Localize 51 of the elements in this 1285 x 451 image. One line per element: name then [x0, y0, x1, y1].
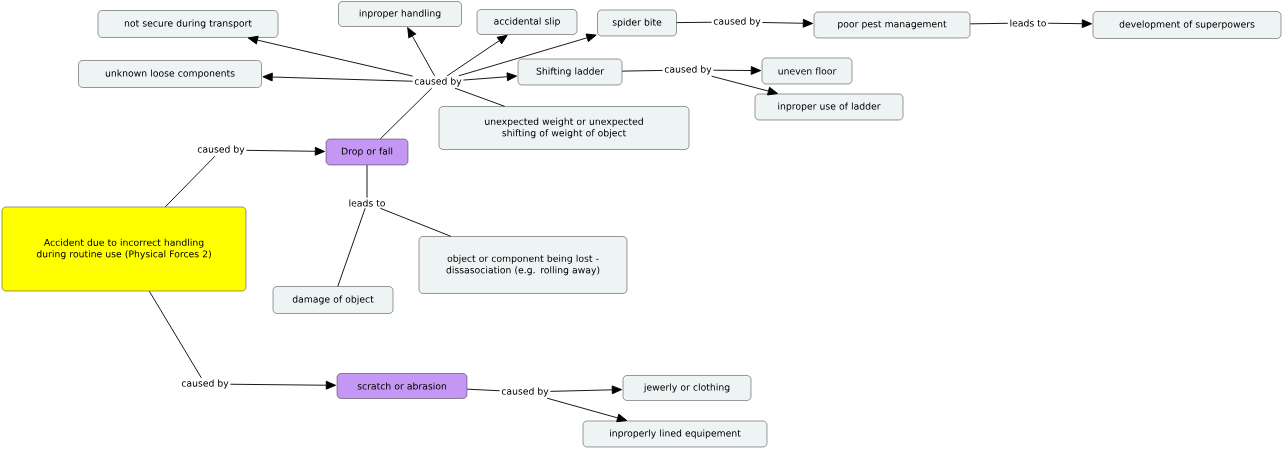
connector: [458, 33, 597, 77]
linking-phrase: caused by: [195, 144, 247, 156]
linking-phrase: leads to: [347, 197, 387, 209]
connector: [712, 66, 762, 75]
concept-box: accidental slip: [476, 9, 578, 35]
concept-box: poor pest management: [813, 11, 971, 39]
connector: [245, 146, 326, 156]
concept-box: inproper handling: [338, 1, 462, 27]
concept-box: scratch or abrasion: [336, 373, 468, 399]
connector: [1047, 19, 1093, 29]
concept-box: Drop or fall: [325, 138, 409, 166]
connector: [676, 21, 713, 24]
connector: [711, 75, 779, 96]
connector: [229, 380, 337, 390]
concept-box: unknown loose components: [78, 60, 262, 88]
connector: [546, 397, 628, 423]
concept-box: not secure during transport: [97, 10, 279, 38]
connector: [379, 87, 433, 140]
concept-box: development of superpowers: [1092, 11, 1282, 39]
concept-box: Shifting ladder: [517, 58, 623, 86]
connector: [466, 388, 501, 392]
connector: [337, 207, 366, 287]
connector: [262, 72, 414, 82]
concept-box: spider bite: [597, 9, 677, 37]
connector: [549, 385, 623, 395]
connector: [407, 27, 435, 77]
concept-box: object or component being lost - dissasociation (e.g. rolling away): [418, 236, 628, 294]
connector: [164, 155, 216, 208]
connector: [621, 69, 664, 72]
connector: [148, 290, 202, 379]
connector: [366, 164, 368, 199]
linking-phrase: caused by: [179, 378, 231, 390]
connector: [247, 35, 414, 77]
concept-box: Accident due to incorrect handling during routine use (Physical Forces 2): [1, 206, 247, 292]
connector: [379, 207, 452, 237]
connector: [454, 87, 506, 107]
connector: [462, 72, 518, 82]
concept-box: jewerly or clothing: [622, 375, 752, 401]
concept-box: inproper use of ladder: [754, 93, 904, 121]
linking-phrase: caused by: [412, 76, 464, 88]
linking-phrase: caused by: [711, 16, 763, 28]
linking-phrase: leads to: [1008, 17, 1048, 29]
linking-phrase: caused by: [499, 386, 551, 398]
concept-box: unexpected weight or unexpected shifting of weight of object: [438, 106, 690, 150]
linking-phrase: caused by: [662, 64, 714, 76]
concept-box: uneven floor: [761, 57, 853, 85]
connector: [761, 18, 814, 28]
connector: [446, 34, 508, 77]
concept-box: damage of object: [272, 286, 394, 314]
concept-box: inproperly lined equipement: [582, 420, 768, 448]
connector: [969, 22, 1009, 25]
